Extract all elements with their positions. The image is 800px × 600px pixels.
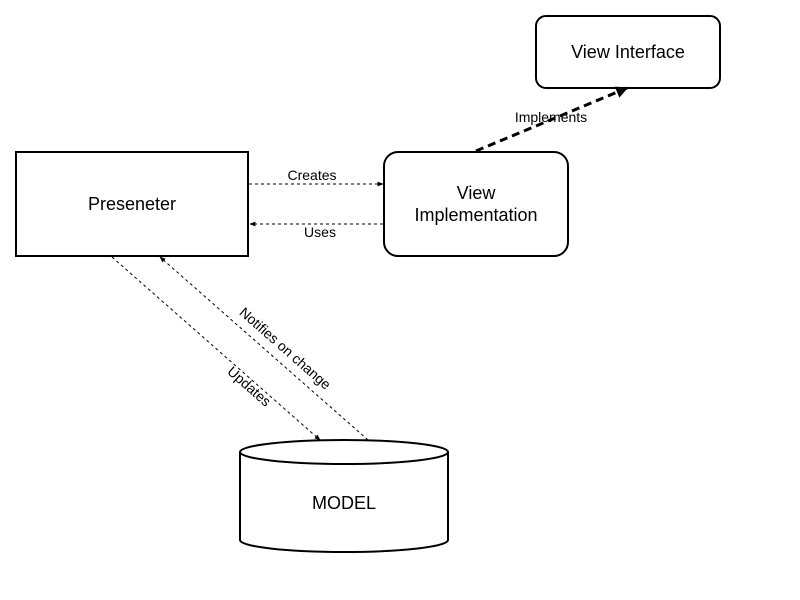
view-implementation-node: View Implementation bbox=[383, 151, 569, 257]
view-interface-label: View Interface bbox=[571, 42, 685, 62]
notifies-arrow bbox=[159, 256, 369, 441]
uses-edge: Uses bbox=[249, 221, 383, 240]
uses-label: Uses bbox=[304, 224, 336, 240]
presenter-node: Preseneter bbox=[15, 151, 249, 257]
creates-label: Creates bbox=[287, 167, 336, 183]
view-interface-node: View Interface bbox=[535, 15, 721, 89]
view-implementation-label-line2: Implementation bbox=[414, 205, 537, 225]
view-implementation-label-line1: View bbox=[457, 183, 497, 203]
model-label: MODEL bbox=[312, 493, 376, 513]
updates-label: Updates bbox=[224, 363, 274, 409]
model-node: MODEL bbox=[239, 439, 449, 553]
updates-arrow bbox=[111, 256, 321, 441]
implements-edge: Implements bbox=[475, 86, 629, 153]
implements-label: Implements bbox=[515, 109, 587, 125]
creates-edge: Creates bbox=[249, 167, 384, 187]
presenter-label: Preseneter bbox=[88, 194, 176, 214]
notifies-edge: Notifies on change bbox=[159, 256, 369, 441]
implements-arrow bbox=[475, 86, 629, 153]
